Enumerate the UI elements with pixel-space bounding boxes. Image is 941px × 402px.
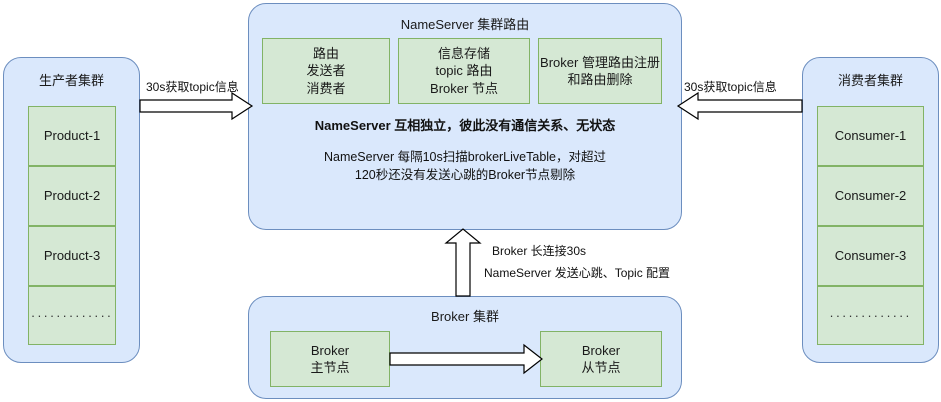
edge-label-broker-heartbeat-line-2: NameServer 发送心跳、Topic 配置	[484, 266, 671, 280]
nameserver-note-scan-line-2: 120秒还没有发送心跳的Broker节点剔除	[354, 168, 576, 182]
nameserver-box-storage-line-2: topic 路由	[435, 63, 493, 79]
broker-slave-node-line-1: Broker	[581, 342, 621, 358]
nameserver-box-routing: 路由 发送者 消费者	[262, 38, 390, 104]
producer-item-2: Product-2	[28, 166, 116, 226]
arrow-broker-to-nameserver	[444, 228, 482, 297]
consumer-item-2: Consumer-2	[817, 166, 924, 226]
nameserver-note-scan-line-1: NameServer 每隔10s扫描brokerLiveTable，对超过	[323, 150, 607, 164]
producer-item-3: Product-3	[28, 226, 116, 286]
producer-item-1-label: Product-1	[43, 128, 101, 144]
consumer-item-3: Consumer-3	[817, 226, 924, 286]
broker-master-node-line-2: 主节点	[310, 360, 350, 375]
nameserver-cluster-title: NameServer 集群路由	[400, 17, 530, 32]
consumer-item-1: Consumer-1	[817, 106, 924, 166]
broker-slave-node-line-2: 从节点	[581, 360, 621, 375]
nameserver-box-broker-management-line-1: Broker 管理路由注册	[540, 54, 660, 70]
consumer-item-1-label: Consumer-1	[834, 128, 907, 144]
broker-cluster-title: Broker 集群	[431, 309, 499, 324]
broker-master-node-line-1: Broker	[310, 342, 350, 358]
arrow-consumer-to-nameserver	[676, 91, 803, 121]
nameserver-box-storage-line-3: Broker 节点	[430, 80, 498, 96]
consumer-cluster-title: 消费者集群	[837, 73, 903, 88]
arrow-producer-to-nameserver	[139, 91, 254, 121]
consumer-item-4: ·············	[817, 286, 924, 345]
edge-label-broker-heartbeat-line-1: Broker 长连接30s	[492, 244, 587, 258]
edge-label-consumer-to-nameserver: 30s获取topic信息	[684, 80, 777, 94]
nameserver-box-routing-line-3: 消费者	[306, 80, 346, 96]
producer-item-4: ·············	[28, 286, 116, 345]
nameserver-box-storage: 信息存储 topic 路由 Broker 节点	[398, 38, 530, 104]
producer-item-4-label: ·············	[30, 307, 114, 323]
nameserver-note-independent: NameServer 互相独立，彼此没有通信关系、无状态	[314, 118, 616, 133]
consumer-item-4-label: ·············	[829, 307, 912, 323]
broker-master-node: Broker 主节点	[270, 331, 390, 387]
producer-item-3-label: Product-3	[43, 248, 101, 264]
producer-cluster-title: 生产者集群	[38, 73, 104, 88]
nameserver-box-broker-management-line-2: 和路由删除	[567, 72, 633, 87]
consumer-item-3-label: Consumer-3	[834, 248, 907, 264]
nameserver-box-routing-line-1: 路由	[312, 46, 339, 62]
nameserver-box-storage-line-1: 信息存储	[437, 46, 490, 62]
edge-label-producer-to-nameserver: 30s获取topic信息	[146, 80, 239, 94]
producer-item-2-label: Product-2	[43, 188, 101, 204]
broker-slave-node: Broker 从节点	[540, 331, 662, 387]
nameserver-box-routing-line-2: 发送者	[306, 63, 346, 79]
nameserver-box-broker-management: Broker 管理路由注册 和路由删除	[538, 38, 662, 104]
consumer-item-2-label: Consumer-2	[834, 188, 907, 204]
producer-item-1: Product-1	[28, 106, 116, 166]
